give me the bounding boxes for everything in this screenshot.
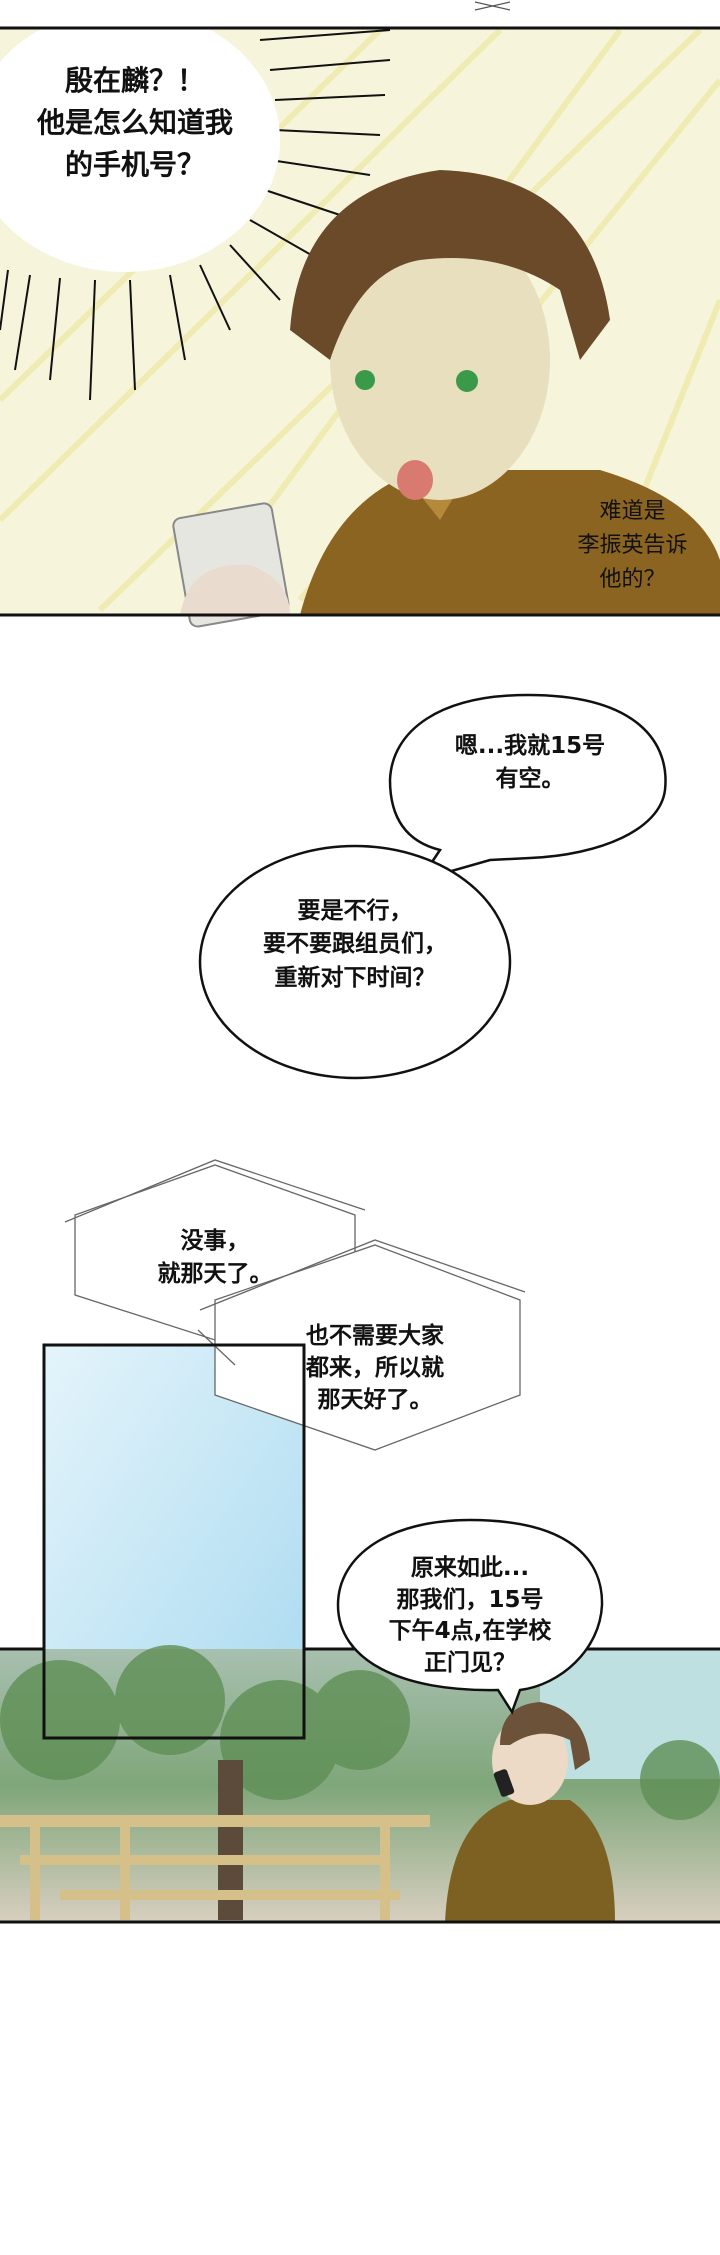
panel-3: [0, 1645, 720, 1924]
phone-box-fragment: [474, 1, 511, 11]
character-on-phone: [445, 1702, 615, 1922]
floating-thought-text: 难道是 李振英告诉 他的？: [577, 499, 688, 593]
speech-bubble-1-text: 嗯...我就15号 有空。: [454, 733, 606, 793]
eye-left: [355, 370, 375, 390]
speech-bubble-3-text: 原来如此... 那我们，15号 下午4点,在学校 正门见？: [388, 1555, 552, 1677]
speech-bubble-1: [388, 693, 667, 883]
mouth: [397, 460, 433, 500]
speech-bubble-3: [336, 1518, 604, 1715]
eye-right: [456, 370, 478, 392]
hexagon-box-2-text: 也不需要大家 都来，所以就 那天好了。: [306, 1323, 444, 1414]
benches: [0, 1815, 430, 1920]
panel-1: [0, 8, 720, 628]
burst-bubble: [0, 8, 280, 272]
speech-bubble-2-text: 要是不行， 要不要跟组员们， 重新对下时间？: [263, 898, 447, 991]
speech-bubble-2: [198, 844, 512, 1080]
character-closeup: [172, 170, 720, 628]
hexagon-box-1-text: 没事， 就那天了。: [157, 1228, 273, 1288]
hexagon-box-2: [197, 1239, 526, 1451]
speed-lines: [0, 29, 391, 401]
burst-bubble-text: 殷在麟？！ 他是怎么知道我 的手机号？: [36, 64, 233, 181]
